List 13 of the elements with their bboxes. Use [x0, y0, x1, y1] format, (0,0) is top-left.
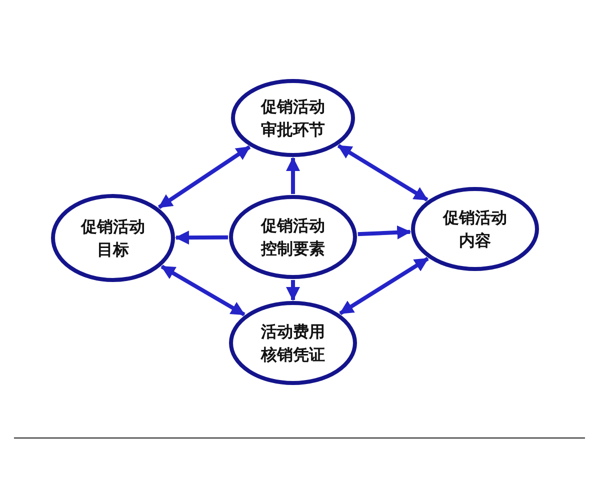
node-label: 促销活动内容 [442, 206, 508, 252]
arrow [286, 157, 300, 194]
node-label: 促销活动审批环节 [260, 96, 326, 141]
arrow [175, 230, 228, 245]
node-label: 活动费用核销凭证 [260, 320, 326, 366]
arrow [339, 256, 429, 316]
node-label: 促销活动目标 [80, 216, 146, 261]
arrow [160, 264, 246, 316]
arrow [337, 144, 428, 202]
node-label: 促销活动控制要素 [260, 214, 326, 260]
arrow [358, 225, 412, 240]
arrow [158, 145, 251, 209]
arrow [286, 280, 300, 301]
